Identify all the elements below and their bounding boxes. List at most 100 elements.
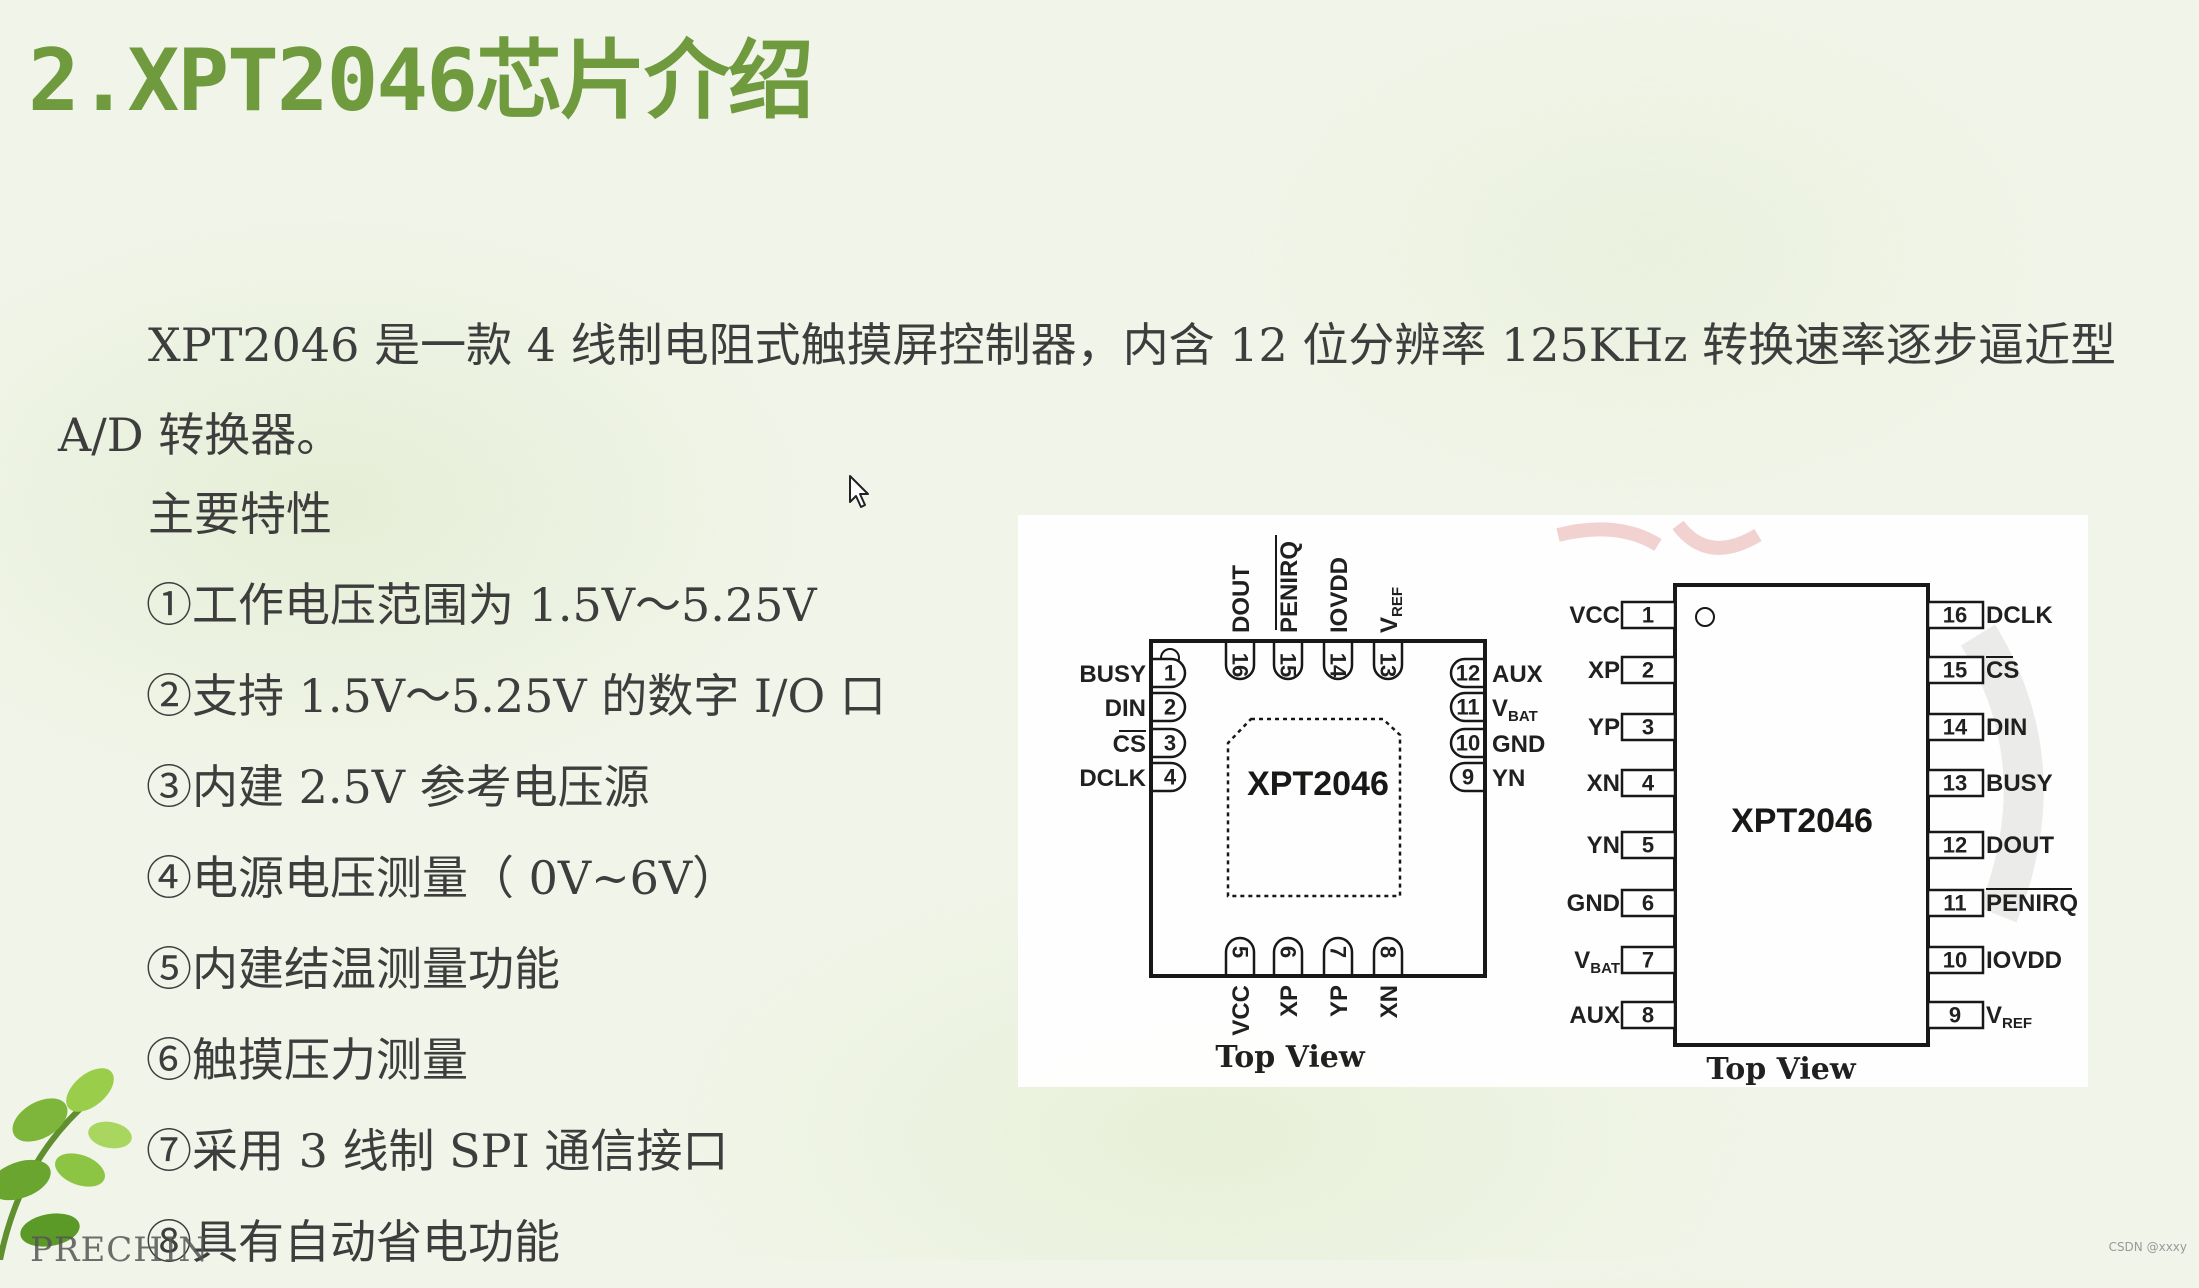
pin-name: YP [1588,714,1620,741]
pin-number: 13 [1376,653,1401,677]
dip-pin-pad [1620,712,1677,742]
feature-item: ⑦采用 3 线制 SPI 通信接口 [146,1124,729,1178]
dip-pin-pad [1620,945,1677,975]
feature-item: ③内建 2.5V 参考电压源 [146,760,650,814]
pin-number: 16 [1943,603,1967,628]
pin-name: VREF [1986,1002,2032,1032]
dip-pin-pad [1620,830,1677,860]
qfn-pin-pad [1449,727,1483,759]
pin-name: DOUT [1986,832,2054,859]
qfn-pin-pad [1449,761,1483,793]
pin-number: 16 [1228,653,1253,677]
qfn-pin-pad [1224,643,1256,681]
pin-number: 6 [1642,891,1654,916]
dip-pin-pad [1620,1000,1677,1030]
feature-item: ②支持 1.5V～5.25V 的数字 I/O 口 [146,669,886,723]
qfn-pin-pad [1372,643,1404,681]
pin-number: 12 [1943,833,1967,858]
feature-item: ①工作电压范围为 1.5V～5.25V [146,578,817,632]
pin-number: 11 [1456,695,1479,720]
slide-title: 2.XPT2046芯片介绍 [28,31,814,131]
pin-number: 2 [1642,658,1654,683]
feature-item: ⑧具有自动省电功能 [146,1215,560,1269]
pin-name: YP [1326,985,1353,1017]
feature-item: ⑤内建结温测量功能 [146,942,560,996]
dip-pin-pad [1926,655,1985,685]
dip-pin-pad [1620,888,1677,918]
pin-number: 7 [1642,948,1654,973]
qfn-pin-pad [1449,657,1483,689]
pin-name: GND [1492,731,1545,758]
mouse-cursor-icon [849,475,869,508]
qfn-pin-pad [1372,936,1404,974]
pin-name: BUSY [1986,770,2053,797]
pin-number: 5 [1228,946,1253,958]
pin-name: XN [1376,985,1403,1018]
dip-view-label: Top View [1706,1052,1857,1087]
pin-name: XN [1587,770,1620,797]
pin-number: 14 [1943,715,1968,740]
pin-name: DCLK [1079,765,1146,792]
dip-pin-pad [1926,945,1985,975]
pin-name: PENIRQ [1276,541,1303,633]
qfn-pin-pad [1322,936,1354,974]
dip-pin-pad [1926,888,1985,918]
pin-name: IOVDD [1986,947,2062,974]
dip-pin-pad [1926,830,1985,860]
pin-name: GND [1567,890,1620,917]
qfn-chip-label: XPT2046 [1247,765,1389,803]
pin-name: DIN [1105,695,1146,722]
pin-name: DOUT [1228,565,1255,633]
pin-name: BUSY [1079,661,1146,688]
pin-number: 4 [1164,765,1177,790]
dip-pin-pad [1620,600,1677,630]
pin-name: XP [1588,657,1620,684]
dip-pin-pad [1926,712,1985,742]
feature-list: ①工作电压范围为 1.5V～5.25V ②支持 1.5V～5.25V 的数字 I… [146,560,886,1288]
pin-number: 1 [1642,603,1654,628]
pin-number: 7 [1326,946,1351,958]
feature-item: ⑥触摸压力测量 [146,1033,468,1087]
features-heading: 主要特性 [148,487,332,541]
dip-package: XPT2046 Top View 1VCC2XP3YP4XN5YN6GND7VB… [1567,583,2078,1087]
csdn-watermark: CSDN @xxxy [2108,1240,2187,1254]
pin-name: VREF [1376,587,1406,633]
pin-number: 6 [1276,946,1301,958]
pin-number: 8 [1376,946,1401,958]
pin-name: AUX [1492,661,1543,688]
pin-name: AUX [1569,1002,1620,1029]
pin-name: XP [1276,985,1303,1017]
dip-pin-pad [1620,768,1677,798]
pin-name: VBAT [1574,947,1620,977]
pin-name: PENIRQ [1986,890,2078,917]
dip-pin-pad [1926,768,1985,798]
qfn-pin-pad [1224,936,1256,974]
pin-number: 15 [1276,653,1301,677]
pin-number: 15 [1943,658,1967,683]
pin-number: 10 [1943,948,1967,973]
pin-name: VCC [1569,602,1620,629]
dip-chip-label: XPT2046 [1731,802,1873,840]
pin-number: 11 [1943,891,1966,916]
pin-name: VBAT [1492,695,1538,725]
pin-name: IOVDD [1326,557,1353,633]
pin-number: 4 [1642,771,1655,796]
pin-number: 3 [1642,715,1654,740]
pin-name: VCC [1228,985,1255,1036]
pin-number: 2 [1164,695,1176,720]
qfn-pin-pad [1153,761,1187,793]
brand-logo-text: PRECHIN [30,1230,210,1270]
pin-number: 14 [1326,653,1351,678]
pin-number: 9 [1949,1003,1961,1028]
pin-name: DCLK [1986,602,2053,629]
feature-item: ④电源电压测量（ 0V~6V） [146,851,739,905]
qfn-pin-pad [1272,643,1304,681]
pin-name: CS [1113,731,1146,758]
pin-name: YN [1492,765,1525,792]
pin-number: 5 [1642,833,1654,858]
dip-pin-pad [1926,1000,1985,1030]
pin-number: 10 [1456,731,1480,756]
